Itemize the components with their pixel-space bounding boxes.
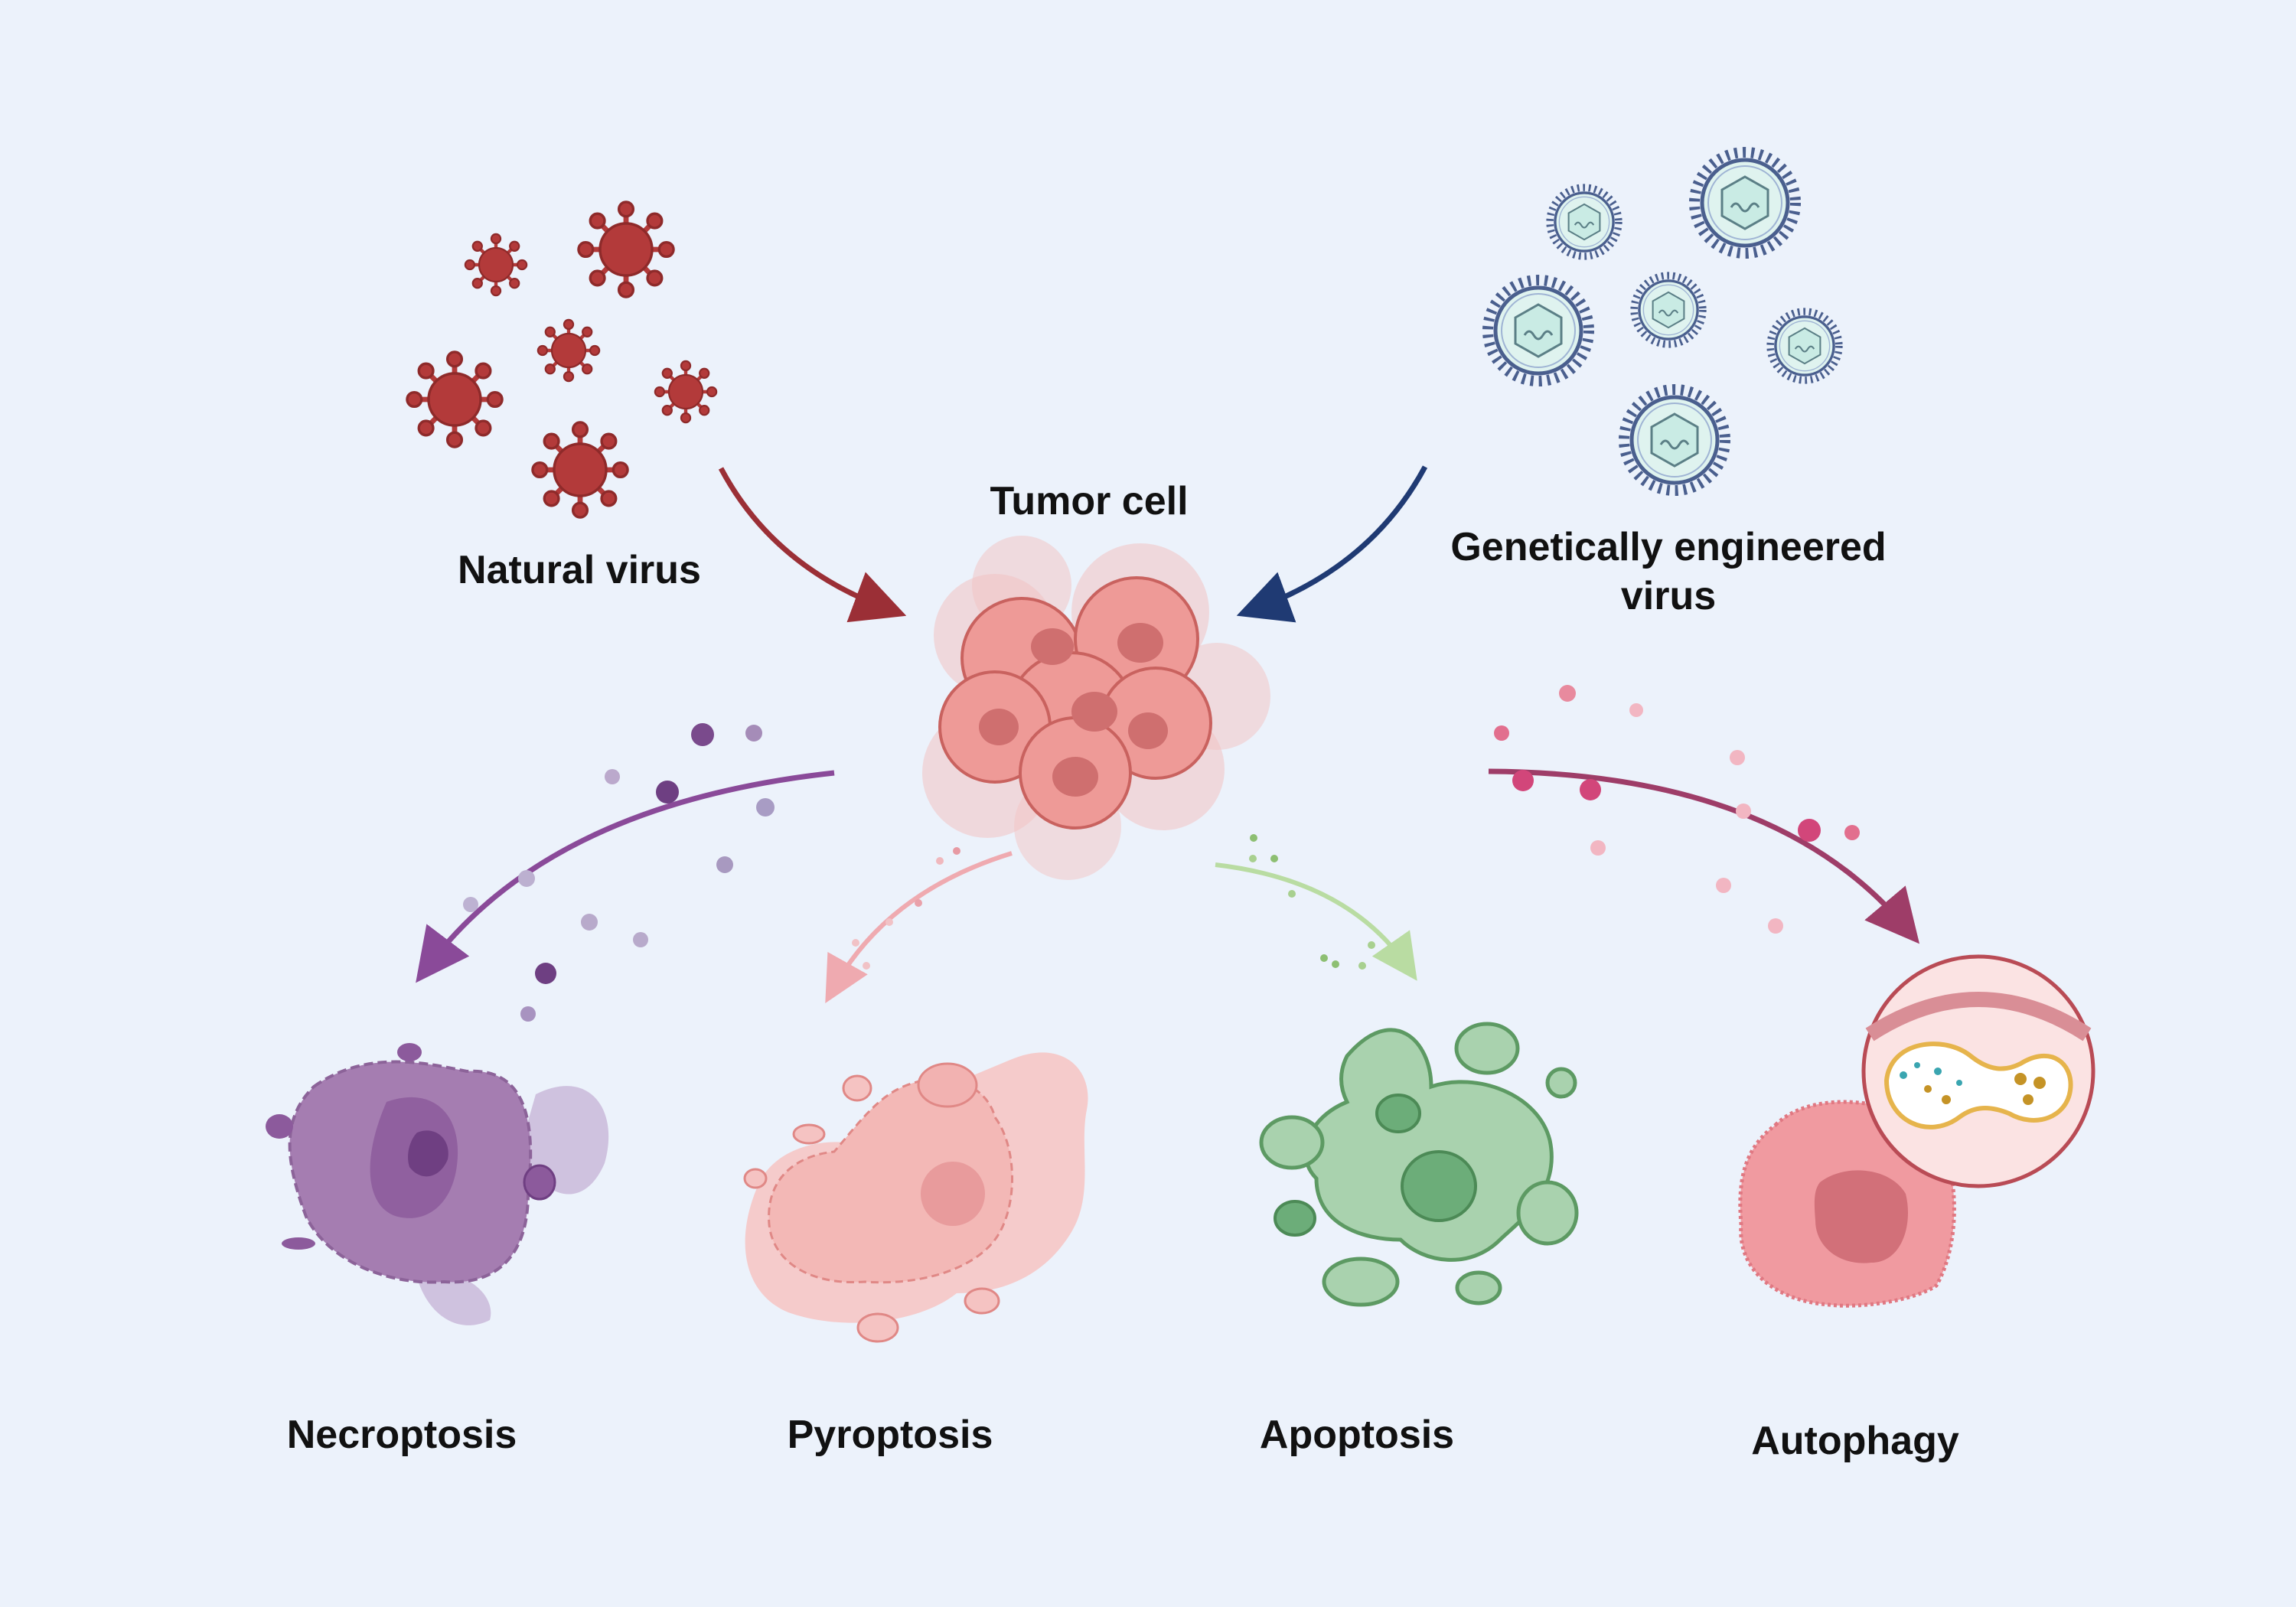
necroptosis-particles bbox=[463, 723, 775, 1022]
arrow-engineered-to-tumor bbox=[1236, 465, 1428, 623]
pyroptosis-cell bbox=[743, 1052, 1088, 1343]
necroptosis-cell bbox=[266, 1043, 609, 1325]
engineered-virus-label-line1: Genetically engineered bbox=[1450, 525, 1886, 569]
arrow-tumor-to-necroptosis bbox=[416, 770, 835, 983]
natural-virus-particle bbox=[654, 360, 718, 424]
arrow-tumor-to-pyroptosis bbox=[825, 851, 1013, 1003]
natural-virus-particle bbox=[536, 318, 601, 383]
autophagy-label: Autophagy bbox=[1751, 1419, 1959, 1463]
autophagy-magnified-inset bbox=[1861, 954, 2095, 1188]
natural-virus-cluster bbox=[406, 200, 718, 519]
engineered-virus-label-line2: virus bbox=[1621, 574, 1716, 618]
apoptosis-cell bbox=[1259, 1022, 1579, 1307]
natural-virus-label: Natural virus bbox=[458, 548, 701, 592]
engineered-virus-particle bbox=[1766, 308, 1843, 384]
necroptosis-label: Necroptosis bbox=[287, 1413, 517, 1457]
engineered-virus-particle bbox=[1619, 384, 1730, 496]
natural-virus-particle bbox=[531, 421, 629, 519]
engineered-virus-cluster bbox=[1482, 147, 1843, 496]
engineered-virus-particle bbox=[1546, 184, 1623, 260]
engineered-virus-particle bbox=[1482, 275, 1594, 386]
autophagy-particles bbox=[1494, 685, 1860, 934]
tumor-cell-label: Tumor cell bbox=[990, 479, 1188, 523]
engineered-virus-particle bbox=[1689, 147, 1801, 259]
engineered-virus-particle bbox=[1630, 272, 1707, 348]
natural-virus-particle bbox=[464, 233, 528, 297]
tumor-cell-cluster bbox=[922, 536, 1270, 880]
natural-virus-particle bbox=[406, 350, 504, 448]
pyroptosis-label: Pyroptosis bbox=[788, 1413, 993, 1457]
pyroptosis-particles bbox=[852, 847, 960, 970]
arrow-natural-to-tumor bbox=[718, 467, 907, 623]
arrow-tumor-to-apoptosis bbox=[1215, 862, 1417, 981]
natural-virus-particle bbox=[577, 200, 675, 298]
apoptosis-label: Apoptosis bbox=[1260, 1413, 1454, 1457]
apoptosis-particles bbox=[1249, 834, 1375, 970]
